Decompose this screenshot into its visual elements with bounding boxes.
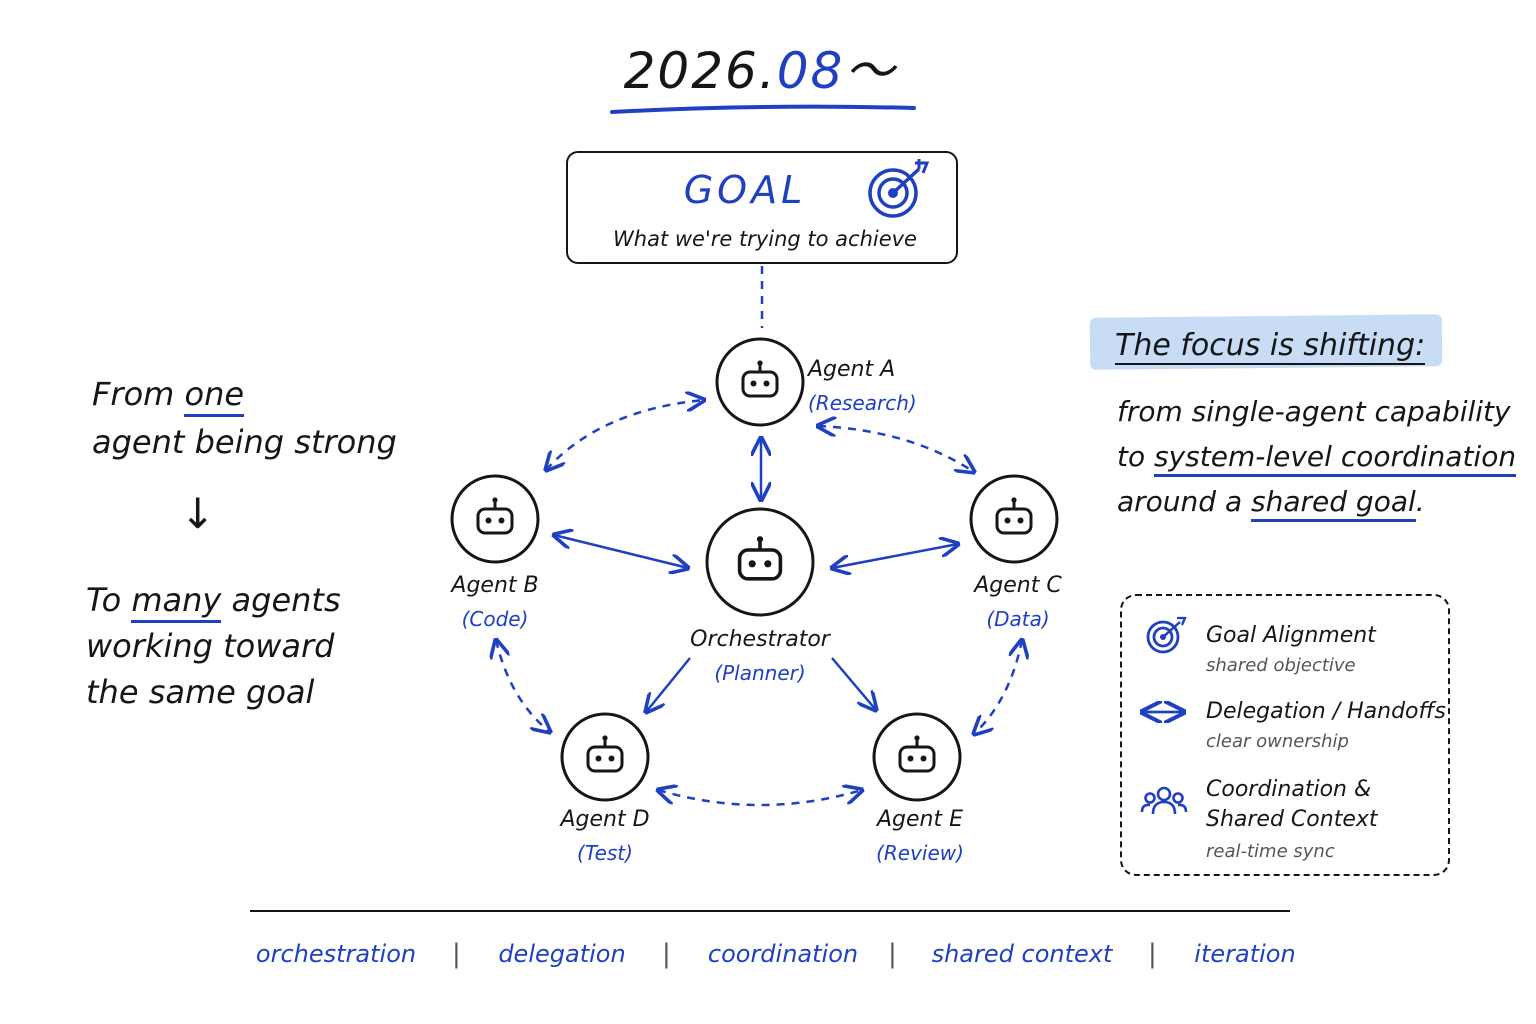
agent-d-role: (Test): [577, 841, 633, 865]
footer-word-coordination: coordination: [707, 940, 859, 968]
target-icon: [1146, 616, 1187, 654]
left-line-2: agent being strong: [92, 423, 397, 461]
legend-goal-sub: shared objective: [1206, 655, 1356, 676]
agent-c-node: [969, 474, 1059, 564]
footer-word-orchestration: orchestration: [255, 940, 417, 968]
left-line-3-pre: To: [86, 581, 132, 619]
legend-coordination-title-2: Shared Context: [1206, 807, 1378, 832]
left-emph-one: one: [184, 375, 245, 417]
link-b-d: [496, 640, 550, 732]
agent-c-name: Agent C: [974, 573, 1062, 598]
left-emph-many: many: [131, 581, 222, 623]
right-emph-shared-goal: shared goal: [1251, 485, 1416, 522]
focus-title: The focus is shifting:: [1115, 324, 1426, 368]
link-orch-d: [646, 657, 691, 712]
title-suffix: ～: [844, 42, 897, 100]
left-line-4: working toward: [86, 627, 335, 665]
goal-subtitle: What we're trying to achieve: [613, 227, 917, 251]
footer-word-shared-context: shared context: [931, 940, 1113, 968]
title-year: 2026.: [623, 42, 777, 100]
agent-a-node: [715, 337, 805, 427]
agent-a-role: (Research): [808, 391, 917, 415]
link-orch-e: [831, 657, 876, 710]
orchestrator-node: [705, 507, 815, 617]
footer-separator: |: [888, 939, 897, 969]
legend-goal-title: Goal Alignment: [1206, 623, 1376, 648]
right-emph-coordination: system-level coordination: [1154, 440, 1517, 477]
agent-e-role: (Review): [876, 841, 964, 865]
right-line-2: to system-level coordination: [1117, 435, 1517, 479]
legend-coordination-title: Coordination &: [1206, 777, 1372, 802]
agent-b-name: Agent B: [451, 573, 539, 598]
footer-separator: |: [662, 939, 671, 969]
left-line-1-text: From: [92, 375, 185, 413]
agent-b-node: [450, 474, 540, 564]
left-line-5: the same goal: [86, 673, 315, 711]
agent-d-name: Agent D: [560, 807, 650, 832]
right-line-3-pre: around a: [1117, 485, 1252, 518]
legend-delegation-title: Delegation / Handoffs: [1206, 699, 1446, 724]
orchestrator-name: Orchestrator: [690, 627, 830, 652]
agent-b-role: (Code): [461, 607, 529, 631]
footer-separator: |: [452, 939, 461, 969]
link-a-c: [818, 426, 974, 472]
orchestrator-role: (Planner): [714, 661, 806, 685]
focus-title-text: The focus is shifting:: [1115, 328, 1426, 365]
legend-coordination-sub: real-time sync: [1206, 841, 1335, 862]
legend-delegation-sub: clear ownership: [1206, 731, 1349, 752]
link-c-orch: [832, 544, 958, 568]
goal-box: [566, 151, 958, 264]
link-c-e: [974, 640, 1022, 734]
people-icon: [1140, 786, 1188, 815]
link-b-orch: [554, 535, 688, 568]
agent-c-role: (Data): [986, 607, 1050, 631]
link-b-a: [546, 400, 704, 470]
link-d-e: [658, 790, 862, 807]
footer-divider: [250, 910, 1290, 912]
agent-d-node: [560, 712, 650, 802]
agent-e-name: Agent E: [876, 807, 963, 832]
agent-e-node: [872, 712, 962, 802]
target-icon: [868, 159, 930, 218]
down-arrow-icon: ↓: [180, 489, 216, 538]
title-month: 08: [776, 42, 845, 100]
left-line-3-post: agents: [221, 581, 341, 619]
right-line-3: around a shared goal.: [1117, 480, 1425, 524]
footer-separator: |: [1148, 939, 1157, 969]
right-line-2-pre: to: [1117, 440, 1155, 473]
agent-a-name: Agent A: [808, 357, 896, 382]
page-title: 2026.08～: [560, 36, 960, 106]
left-line-3: To many agents: [86, 578, 341, 623]
legend-box: [1120, 594, 1450, 876]
footer-word-iteration: iteration: [1194, 940, 1296, 968]
left-line-1: From one: [92, 372, 245, 417]
right-line-1: from single-agent capability: [1117, 395, 1511, 428]
right-line-3-post: .: [1415, 485, 1425, 518]
footer-word-delegation: delegation: [498, 940, 626, 968]
goal-title: GOAL: [683, 168, 807, 212]
